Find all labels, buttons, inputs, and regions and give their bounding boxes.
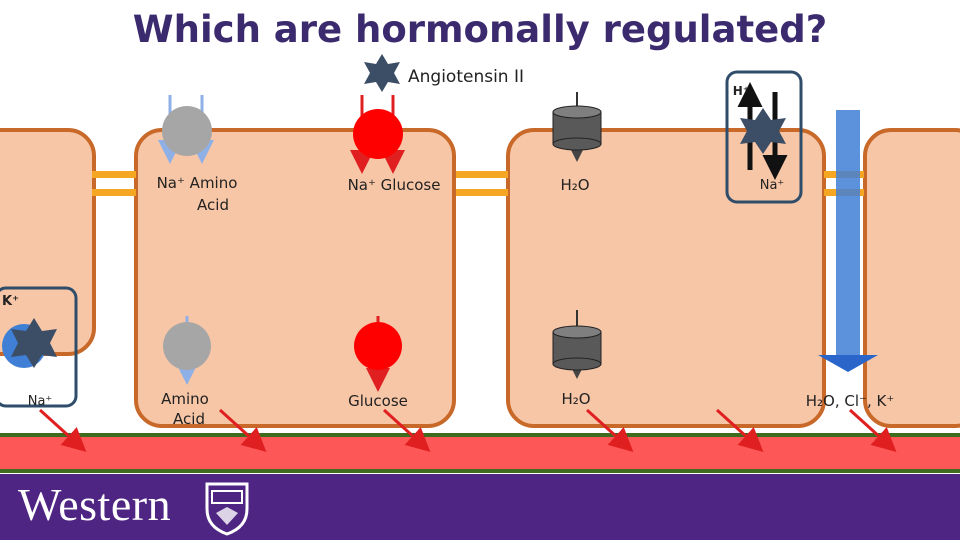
basolateral-glucose-transporter — [354, 316, 402, 392]
paracellular-label: H₂O, Cl⁻, K⁺ — [805, 392, 895, 410]
page-title: Which are hormonally regulated? — [132, 8, 828, 51]
basolateral-amino-acid-transporter — [163, 316, 211, 385]
pump-k-label: K⁺ — [2, 294, 19, 309]
cell-left-edge — [0, 128, 96, 356]
tight-junction-2b — [456, 189, 508, 196]
apical-aa-label-2: Acid — [197, 196, 229, 214]
exchanger-h-label: H⁺ — [732, 84, 750, 98]
apical-glucose-label: Na⁺ Glucose — [347, 176, 441, 194]
tight-junction-1 — [92, 171, 136, 178]
basolateral-glucose-label: Glucose — [348, 392, 408, 410]
sodium-potassium-pump — [0, 286, 78, 408]
cell-right-edge — [863, 128, 960, 428]
absorption-arrows — [38, 408, 897, 453]
apical-water-label: H₂O — [560, 176, 590, 194]
angiotensin-label: Angiotensin II — [408, 67, 525, 87]
blood-vessel — [0, 433, 960, 473]
apical-amino-acid-transporter — [158, 95, 214, 164]
pump-na-label: Na⁺ — [27, 394, 53, 409]
paracellular-arrow — [818, 110, 878, 372]
western-logo-text: Western — [18, 479, 172, 530]
apical-aa-label-1: Na⁺ Amino — [156, 174, 238, 192]
basolateral-aa-label-2: Acid — [173, 410, 205, 428]
apical-glucose-transporter — [350, 95, 405, 174]
footer-bar — [0, 474, 960, 540]
apical-water-channel — [552, 92, 602, 162]
university-shield-icon — [205, 482, 249, 536]
basolateral-water-channel — [552, 310, 602, 379]
basolateral-water-label: H₂O — [561, 390, 591, 408]
tight-junction-1b — [92, 189, 136, 196]
exchanger-na-label: Na⁺ — [759, 178, 785, 193]
tight-junction-2 — [456, 171, 508, 178]
basolateral-aa-label-1: Amino — [161, 390, 209, 408]
sodium-hydrogen-exchanger — [725, 70, 803, 204]
angiotensin-star-icon — [364, 54, 400, 92]
